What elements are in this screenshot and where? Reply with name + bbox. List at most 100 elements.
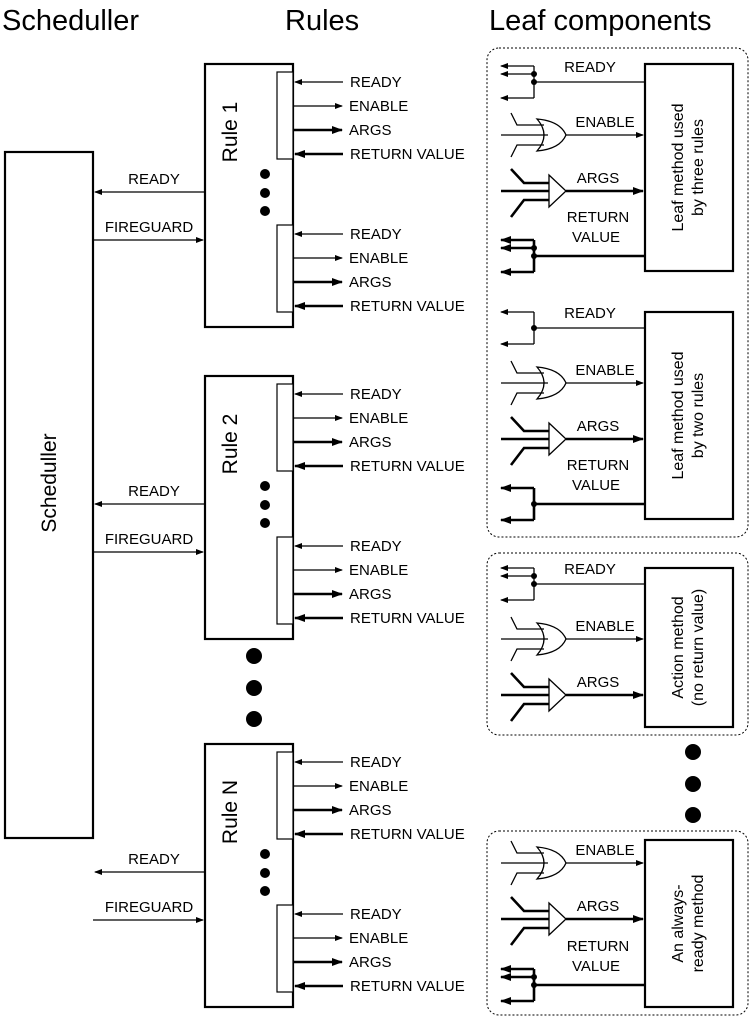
or-input-wire xyxy=(510,392,544,406)
args-input-wire xyxy=(509,446,549,466)
ready-label: READY xyxy=(350,754,402,771)
ready-label: READY xyxy=(350,386,402,403)
leaf-panel-shared xyxy=(486,47,749,538)
leaf-method-box xyxy=(643,62,735,273)
leaf-method-box xyxy=(643,310,735,521)
or-input-wire xyxy=(510,648,544,662)
port-box xyxy=(276,383,294,472)
leaf-method-label: An always- xyxy=(670,884,687,962)
ellipsis-dot xyxy=(260,500,270,510)
or-input-wire xyxy=(510,840,544,854)
mux-icon xyxy=(548,421,567,457)
junction-dot xyxy=(531,253,537,259)
port-box xyxy=(276,71,294,160)
ellipsis-dot xyxy=(260,188,270,198)
return-label: VALUE xyxy=(572,958,620,975)
leaf-method-label: ready method xyxy=(690,875,707,973)
ellipsis-dot xyxy=(260,518,270,528)
or-input-wire xyxy=(510,112,544,126)
args-label: ARGS xyxy=(349,586,392,603)
junction-dot xyxy=(531,581,537,587)
args-input-wire xyxy=(510,672,549,689)
args-label: ARGS xyxy=(349,954,392,971)
enable-label: ENABLE xyxy=(575,842,634,859)
port-box xyxy=(276,224,294,313)
leaf-method-label: Action method xyxy=(670,596,687,698)
mux-icon xyxy=(548,901,567,937)
enable-label: ENABLE xyxy=(349,98,408,115)
leaf-method-label: Leaf method used xyxy=(670,351,687,479)
leaf-ellipsis-icon xyxy=(685,744,701,823)
return-value-label: RETURN VALUE xyxy=(350,978,465,995)
method-port-group: READY ENABLE ARGS RETURN VALUE xyxy=(276,751,465,843)
leaf-method-box xyxy=(643,566,735,729)
return-value-label: RETURN VALUE xyxy=(350,826,465,843)
header-scheduler: Scheduller xyxy=(2,5,139,37)
ellipsis-dot xyxy=(260,849,270,859)
port-box xyxy=(276,751,294,840)
leaf-method-label: (no return value) xyxy=(690,589,707,706)
args-label: ARGS xyxy=(349,434,392,451)
leaf-method-box xyxy=(643,838,735,1009)
fireguard-label: FIREGUARD xyxy=(105,531,194,548)
args-label: ARGS xyxy=(577,170,620,187)
rule-block: Rule 1READYFIREGUARDREADYENABLEARGSRETUR… xyxy=(93,62,465,329)
or-input-wire xyxy=(510,360,544,374)
fireguard-label: FIREGUARD xyxy=(105,899,194,916)
return-label: RETURN xyxy=(567,209,630,226)
scheduler-label: Scheduller xyxy=(38,433,61,532)
return-value-label: RETURN VALUE xyxy=(350,610,465,627)
return-value-label: RETURN VALUE xyxy=(350,146,465,163)
or-input-wire xyxy=(510,872,544,886)
args-input-wire xyxy=(510,416,549,433)
return-label: VALUE xyxy=(572,477,620,494)
scheduler-block: Scheduller xyxy=(3,150,95,840)
enable-label: ENABLE xyxy=(349,410,408,427)
junction-dot xyxy=(531,71,537,77)
rule-label: Rule N xyxy=(219,780,242,844)
ready-label: READY xyxy=(128,171,180,188)
args-label: ARGS xyxy=(577,898,620,915)
junction-dot xyxy=(531,974,537,980)
leaf-method-label: Leaf method used xyxy=(670,103,687,231)
leaf-panel-always-ready xyxy=(486,830,749,1016)
junction-dot xyxy=(531,573,537,579)
enable-label: ENABLE xyxy=(349,778,408,795)
args-label: ARGS xyxy=(577,674,620,691)
ready-label: READY xyxy=(350,74,402,91)
rules-ellipsis-icon xyxy=(246,648,262,727)
ellipsis-dot xyxy=(260,206,270,216)
rule-block: Rule N READY FIREGUARD READY ENABLE ARGS RETUR… xyxy=(93,742,465,1009)
args-input-wire xyxy=(509,198,549,218)
return-value-label: RETURN VALUE xyxy=(350,458,465,475)
scheduler-box xyxy=(3,150,95,840)
ready-label: READY xyxy=(564,561,616,578)
args-input-wire xyxy=(510,168,549,185)
ready-label: READY xyxy=(128,483,180,500)
args-input-wire xyxy=(509,702,549,722)
ready-label: READY xyxy=(564,59,616,76)
args-label: ARGS xyxy=(349,122,392,139)
rule-label: Rule 2 xyxy=(219,414,242,475)
fireguard-label: FIREGUARD xyxy=(105,219,194,236)
ellipsis-dot xyxy=(260,481,270,491)
ready-label: READY xyxy=(564,305,616,322)
junction-dot xyxy=(531,325,537,331)
return-label: RETURN xyxy=(567,938,630,955)
ellipsis-dot xyxy=(260,169,270,179)
return-label: RETURN xyxy=(567,457,630,474)
enable-label: ENABLE xyxy=(349,250,408,267)
args-label: ARGS xyxy=(349,274,392,291)
leaf-method-label: by three rules xyxy=(690,119,707,216)
args-label: ARGS xyxy=(349,802,392,819)
enable-label: ENABLE xyxy=(575,114,634,131)
enable-label: ENABLE xyxy=(575,362,634,379)
ready-label: READY xyxy=(350,906,402,923)
rule-block: Rule 2 READY FIREGUARD READY ENABLE ARGS RETUR… xyxy=(93,374,465,641)
